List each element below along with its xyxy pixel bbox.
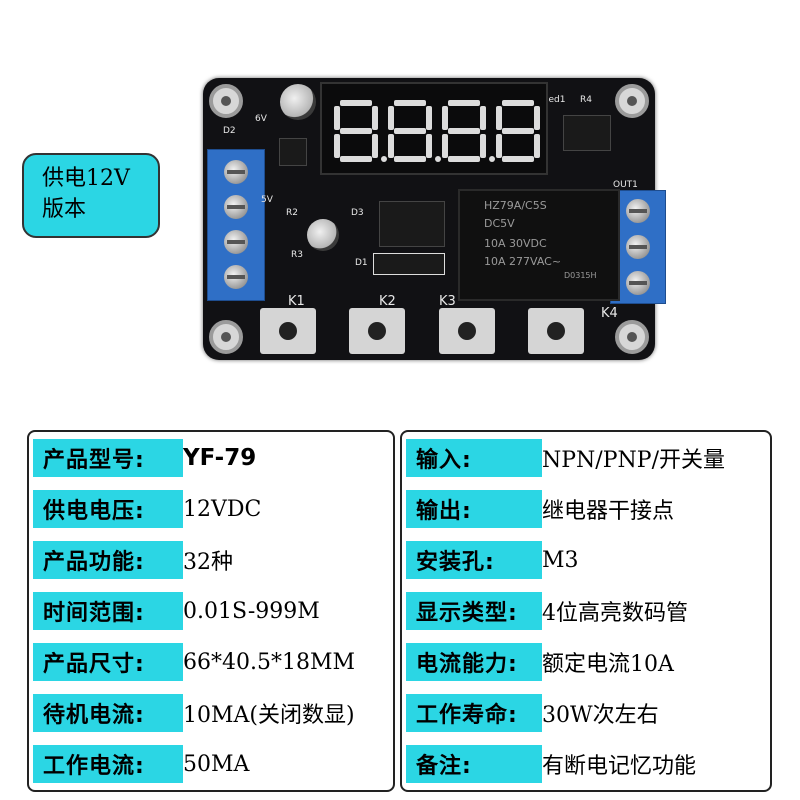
spec-row: 供电电压: 12VDC [33, 487, 261, 531]
button-label-k3: K3 [439, 294, 456, 309]
version-badge: 供电12V 版本 [22, 153, 160, 238]
spec-label: 电流能力: [406, 643, 542, 681]
spec-label: 时间范围: [33, 592, 183, 630]
spec-value: NPN/PNP/开关量 [542, 448, 725, 473]
spec-value: 额定电流10A [542, 652, 674, 677]
silk-r4: R4 [580, 95, 592, 105]
spec-label: 产品功能: [33, 541, 183, 579]
spec-value: 有断电记忆功能 [542, 754, 697, 779]
mounting-hole-icon [209, 320, 243, 354]
badge-line-1: 供电12V [42, 166, 130, 191]
relay-icon: HZ79A/C5S DC5V 10A 30VDC 10A 277VAC~ D03… [458, 189, 620, 301]
mounting-hole-icon [615, 84, 649, 118]
silk-d1: D1 [355, 258, 368, 268]
screw-icon [224, 230, 248, 254]
button-label-k2: K2 [379, 294, 396, 309]
silk-led1: led1 [546, 95, 566, 105]
power-terminal-block [207, 149, 265, 301]
spec-label: 产品型号: [33, 439, 183, 477]
mounting-hole-icon [209, 84, 243, 118]
spec-value: 50MA [183, 751, 250, 777]
spec-value: 30W次左右 [542, 703, 659, 728]
spec-label: 安装孔: [406, 541, 542, 579]
display-digit [442, 100, 495, 162]
spec-row: 输入: NPN/PNP/开关量 [406, 436, 725, 480]
button-k4-icon [528, 308, 584, 354]
badge-line-2: 版本 [42, 197, 87, 222]
relay-text: HZ79A/C5S [484, 199, 547, 212]
spec-row: 显示类型: 4位高亮数码管 [406, 589, 688, 633]
silk-5v: 5V [261, 195, 273, 205]
relay-text: D0315H [564, 271, 597, 280]
spec-value: 66*40.5*18MM [183, 649, 356, 675]
spec-row: 产品型号: YF-79 [33, 436, 256, 480]
button-k2-icon [349, 308, 405, 354]
screw-icon [224, 265, 248, 289]
relay-text: 10A 277VAC~ [484, 255, 562, 268]
button-label-k1: K1 [288, 294, 305, 309]
spec-label: 供电电压: [33, 490, 183, 528]
spec-row: 电流能力: 额定电流10A [406, 640, 674, 684]
spec-row: 时间范围: 0.01S-999M [33, 589, 320, 633]
spec-label: 待机电流: [33, 694, 183, 732]
silk-r3: R3 [291, 250, 303, 260]
chip-icon [563, 115, 611, 151]
button-label-k4: K4 [601, 306, 618, 321]
screw-icon [224, 160, 248, 184]
capacitor-icon [280, 84, 316, 120]
spec-row: 输出: 继电器干接点 [406, 487, 674, 531]
screw-icon [626, 235, 650, 259]
spec-value: 4位高亮数码管 [542, 601, 688, 626]
silk-r2: R2 [286, 208, 298, 218]
spec-row: 安装孔: M3 [406, 538, 579, 582]
display-digit [334, 100, 387, 162]
silk-d3: D3 [351, 208, 364, 218]
spec-label: 显示类型: [406, 592, 542, 630]
display-digit [496, 100, 540, 162]
relay-text: DC5V [484, 217, 515, 230]
silk-out1: OUT1 [613, 180, 638, 190]
spec-value: YF-79 [183, 445, 257, 471]
button-k3-icon [439, 308, 495, 354]
spec-value: M3 [542, 547, 579, 573]
spec-value: 继电器干接点 [542, 499, 675, 524]
spec-row: 备注: 有断电记忆功能 [406, 742, 696, 786]
silk-6v: 6V [255, 114, 267, 124]
product-board-image: D2 6V 5V R2 R3 D1 D3 led1 R4 OUT1 [203, 78, 666, 360]
spec-row: 产品尺寸: 66*40.5*18MM [33, 640, 355, 684]
mounting-hole-icon [615, 320, 649, 354]
chip-icon [379, 201, 445, 247]
spec-value: 32种 [183, 550, 233, 575]
spec-label: 备注: [406, 745, 542, 783]
spec-label: 产品尺寸: [33, 643, 183, 681]
spec-label: 工作寿命: [406, 694, 542, 732]
seven-segment-display [320, 82, 548, 175]
spec-row: 待机电流: 10MA(关闭数显) [33, 691, 355, 735]
relay-text: 10A 30VDC [484, 237, 547, 250]
spec-value: 12VDC [183, 496, 262, 522]
screw-icon [626, 271, 650, 295]
spec-row: 产品功能: 32种 [33, 538, 233, 582]
spec-table-right: 输入: NPN/PNP/开关量 输出: 继电器干接点 安装孔: M3 显示类型:… [400, 430, 772, 792]
spec-value: 0.01S-999M [183, 598, 320, 624]
pin-header-icon [373, 253, 445, 275]
screw-icon [626, 199, 650, 223]
silk-d2: D2 [223, 126, 236, 136]
chip-icon [279, 138, 307, 166]
button-k1-icon [260, 308, 316, 354]
spec-label: 输出: [406, 490, 542, 528]
spec-row: 工作电流: 50MA [33, 742, 249, 786]
spec-row: 工作寿命: 30W次左右 [406, 691, 659, 735]
spec-table-left: 产品型号: YF-79 供电电压: 12VDC 产品功能: 32种 时间范围: … [27, 430, 395, 792]
capacitor-icon [307, 219, 339, 251]
display-digit [388, 100, 441, 162]
screw-icon [224, 195, 248, 219]
spec-table: 产品型号: YF-79 供电电压: 12VDC 产品功能: 32种 时间范围: … [27, 430, 772, 792]
spec-label: 工作电流: [33, 745, 183, 783]
spec-value: 10MA(关闭数显) [183, 703, 355, 728]
spec-label: 输入: [406, 439, 542, 477]
